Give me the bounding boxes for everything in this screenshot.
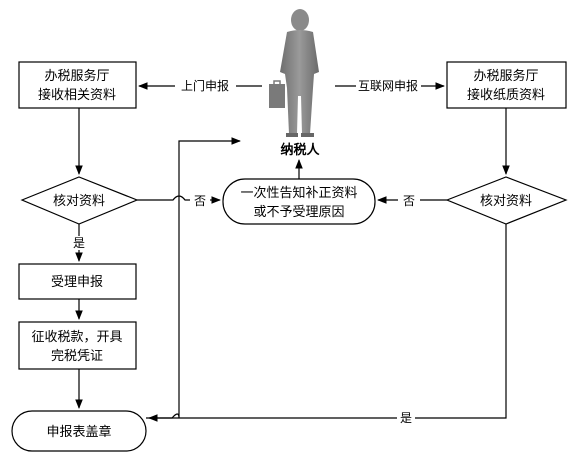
- left-stamp-terminator: 申报表盖章: [11, 410, 147, 452]
- edge-left-no-tail: [137, 195, 190, 201]
- center-notice-line1: 一次性告知补正资料: [240, 185, 357, 201]
- edge-right-yes-label: 是: [400, 411, 412, 425]
- edge-return-to-person: [146, 137, 241, 419]
- left-accept-box: 受理申报: [18, 263, 137, 300]
- right-check-label: 核对资料: [480, 194, 532, 209]
- right-check-diamond: 核对资料: [445, 176, 568, 225]
- left-accept-label: 受理申报: [51, 275, 103, 290]
- right-receive-line2: 接收纸质资料: [467, 87, 545, 103]
- right-receive-line1: 办税服务厅: [473, 68, 538, 84]
- left-receive-line1: 办税服务厅: [44, 68, 109, 84]
- left-collect-line2: 完税凭证: [51, 349, 103, 364]
- left-receive-box: 办税服务厅 接收相关资料: [18, 61, 137, 109]
- edge-right-yes-tail: [415, 224, 507, 419]
- center-notice-line2: 或不予受理原因: [253, 205, 344, 220]
- edge-right-no-label: 否: [403, 194, 415, 208]
- center-notice-terminator: 一次性告知补正资料 或不予受理原因: [222, 178, 376, 225]
- left-stamp-label: 申报表盖章: [46, 424, 111, 440]
- left-collect-line1: 征收税款，开具: [31, 330, 122, 345]
- edge-door-label: 上门申报: [181, 78, 229, 93]
- left-receive-line2: 接收相关资料: [38, 87, 116, 103]
- left-collect-box: 征收税款，开具 完税凭证: [18, 321, 137, 370]
- taxpayer-figure-icon: [269, 9, 319, 137]
- taxpayer-label: 纳税人: [280, 142, 320, 158]
- edge-internet-label: 互联网申报: [358, 78, 418, 93]
- left-check-label: 核对资料: [53, 194, 105, 209]
- edge-left-no-label: 否: [194, 194, 206, 208]
- edge-left-yes-label: 是: [73, 236, 85, 250]
- left-check-diamond: 核对资料: [20, 176, 139, 225]
- right-receive-box: 办税服务厅 接收纸质资料: [446, 61, 567, 109]
